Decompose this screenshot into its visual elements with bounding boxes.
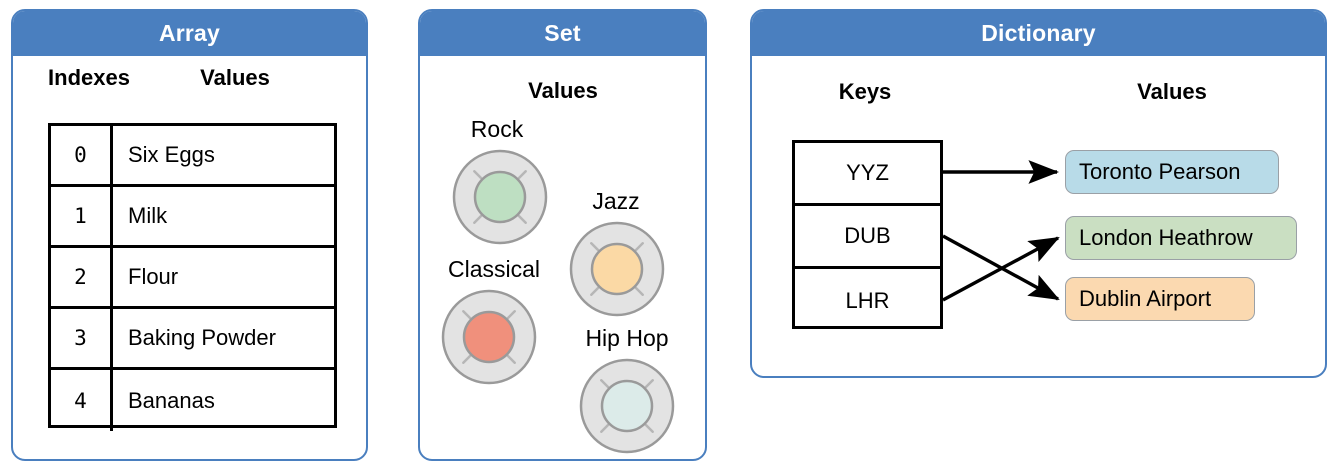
- panel-dictionary-title: Dictionary: [752, 11, 1325, 56]
- array-table: 0 Six Eggs 1 Milk 2 Flour 3 Baking Powde…: [48, 123, 337, 431]
- table-row: 4 Bananas: [51, 370, 334, 431]
- table-row: 0 Six Eggs: [51, 126, 334, 187]
- panel-set-body: Values Rock Jazz: [420, 56, 705, 459]
- panel-array-title: Array: [13, 11, 366, 56]
- dictionary-key-row: DUB: [795, 206, 940, 269]
- panel-dictionary-body: Keys Values YYZ DUB LHR Toronto Pearson …: [752, 56, 1325, 376]
- record-disc-icon: [569, 221, 665, 317]
- dictionary-column-header-values: Values: [1137, 79, 1207, 104]
- table-row: 3 Baking Powder: [51, 309, 334, 370]
- dictionary-value-pill-dublin-airport: Dublin Airport: [1065, 277, 1255, 321]
- panel-dictionary: Dictionary Keys Values YYZ DUB LHR Toron…: [750, 9, 1327, 378]
- set-item-label-classical: Classical: [447, 256, 541, 282]
- panel-array-body: Indexes Values 0 Six Eggs 1 Milk 2 Flour…: [13, 56, 366, 459]
- set-item-label-hip-hop: Hip Hop: [585, 325, 669, 351]
- set-item-label-rock: Rock: [470, 116, 524, 142]
- set-item-rock: [451, 148, 549, 251]
- set-item-classical: [440, 288, 538, 391]
- arrow-dub-to-dublin-airport: [942, 234, 1060, 301]
- panel-set-title: Set: [420, 11, 705, 56]
- array-index-cell: 4: [51, 370, 113, 431]
- record-disc-icon: [441, 289, 537, 385]
- record-disc-icon: [452, 149, 548, 245]
- dictionary-key-row: LHR: [845, 287, 890, 313]
- set-item-label-jazz: Jazz: [592, 188, 640, 214]
- dictionary-value-pill-london-heathrow: London Heathrow: [1065, 216, 1297, 260]
- array-value-cell: Milk: [128, 203, 168, 228]
- dictionary-column-header-keys: Keys: [838, 79, 892, 104]
- record-disc-icon: [579, 358, 675, 454]
- panel-set: Set Values Rock Jazz: [418, 9, 707, 461]
- dictionary-key-row: YYZ: [795, 143, 940, 206]
- table-row: 2 Flour: [51, 248, 334, 309]
- array-index-cell: 1: [51, 187, 113, 245]
- array-index-cell: 0: [51, 126, 113, 184]
- array-column-header-indexes: Indexes: [48, 65, 130, 90]
- array-value-cell: Flour: [128, 264, 179, 289]
- array-column-header-values: Values: [200, 65, 270, 90]
- set-item-jazz: [568, 220, 666, 323]
- array-value-cell: Baking Powder: [128, 325, 276, 350]
- dictionary-key-box: YYZ DUB LHR: [792, 140, 943, 329]
- dictionary-value-pill-toronto-pearson: Toronto Pearson: [1065, 150, 1279, 194]
- table-row: 1 Milk: [51, 187, 334, 248]
- set-column-header-values: Values: [528, 78, 598, 103]
- array-index-cell: 2: [51, 248, 113, 306]
- arrow-lhr-to-london-heathrow: [942, 236, 1060, 302]
- array-index-cell: 3: [51, 309, 113, 367]
- set-item-hip-hop: [578, 357, 676, 459]
- array-value-cell: Bananas: [128, 387, 215, 413]
- panel-array: Array Indexes Values 0 Six Eggs 1 Milk 2…: [11, 9, 368, 461]
- array-value-cell: Six Eggs: [128, 142, 215, 167]
